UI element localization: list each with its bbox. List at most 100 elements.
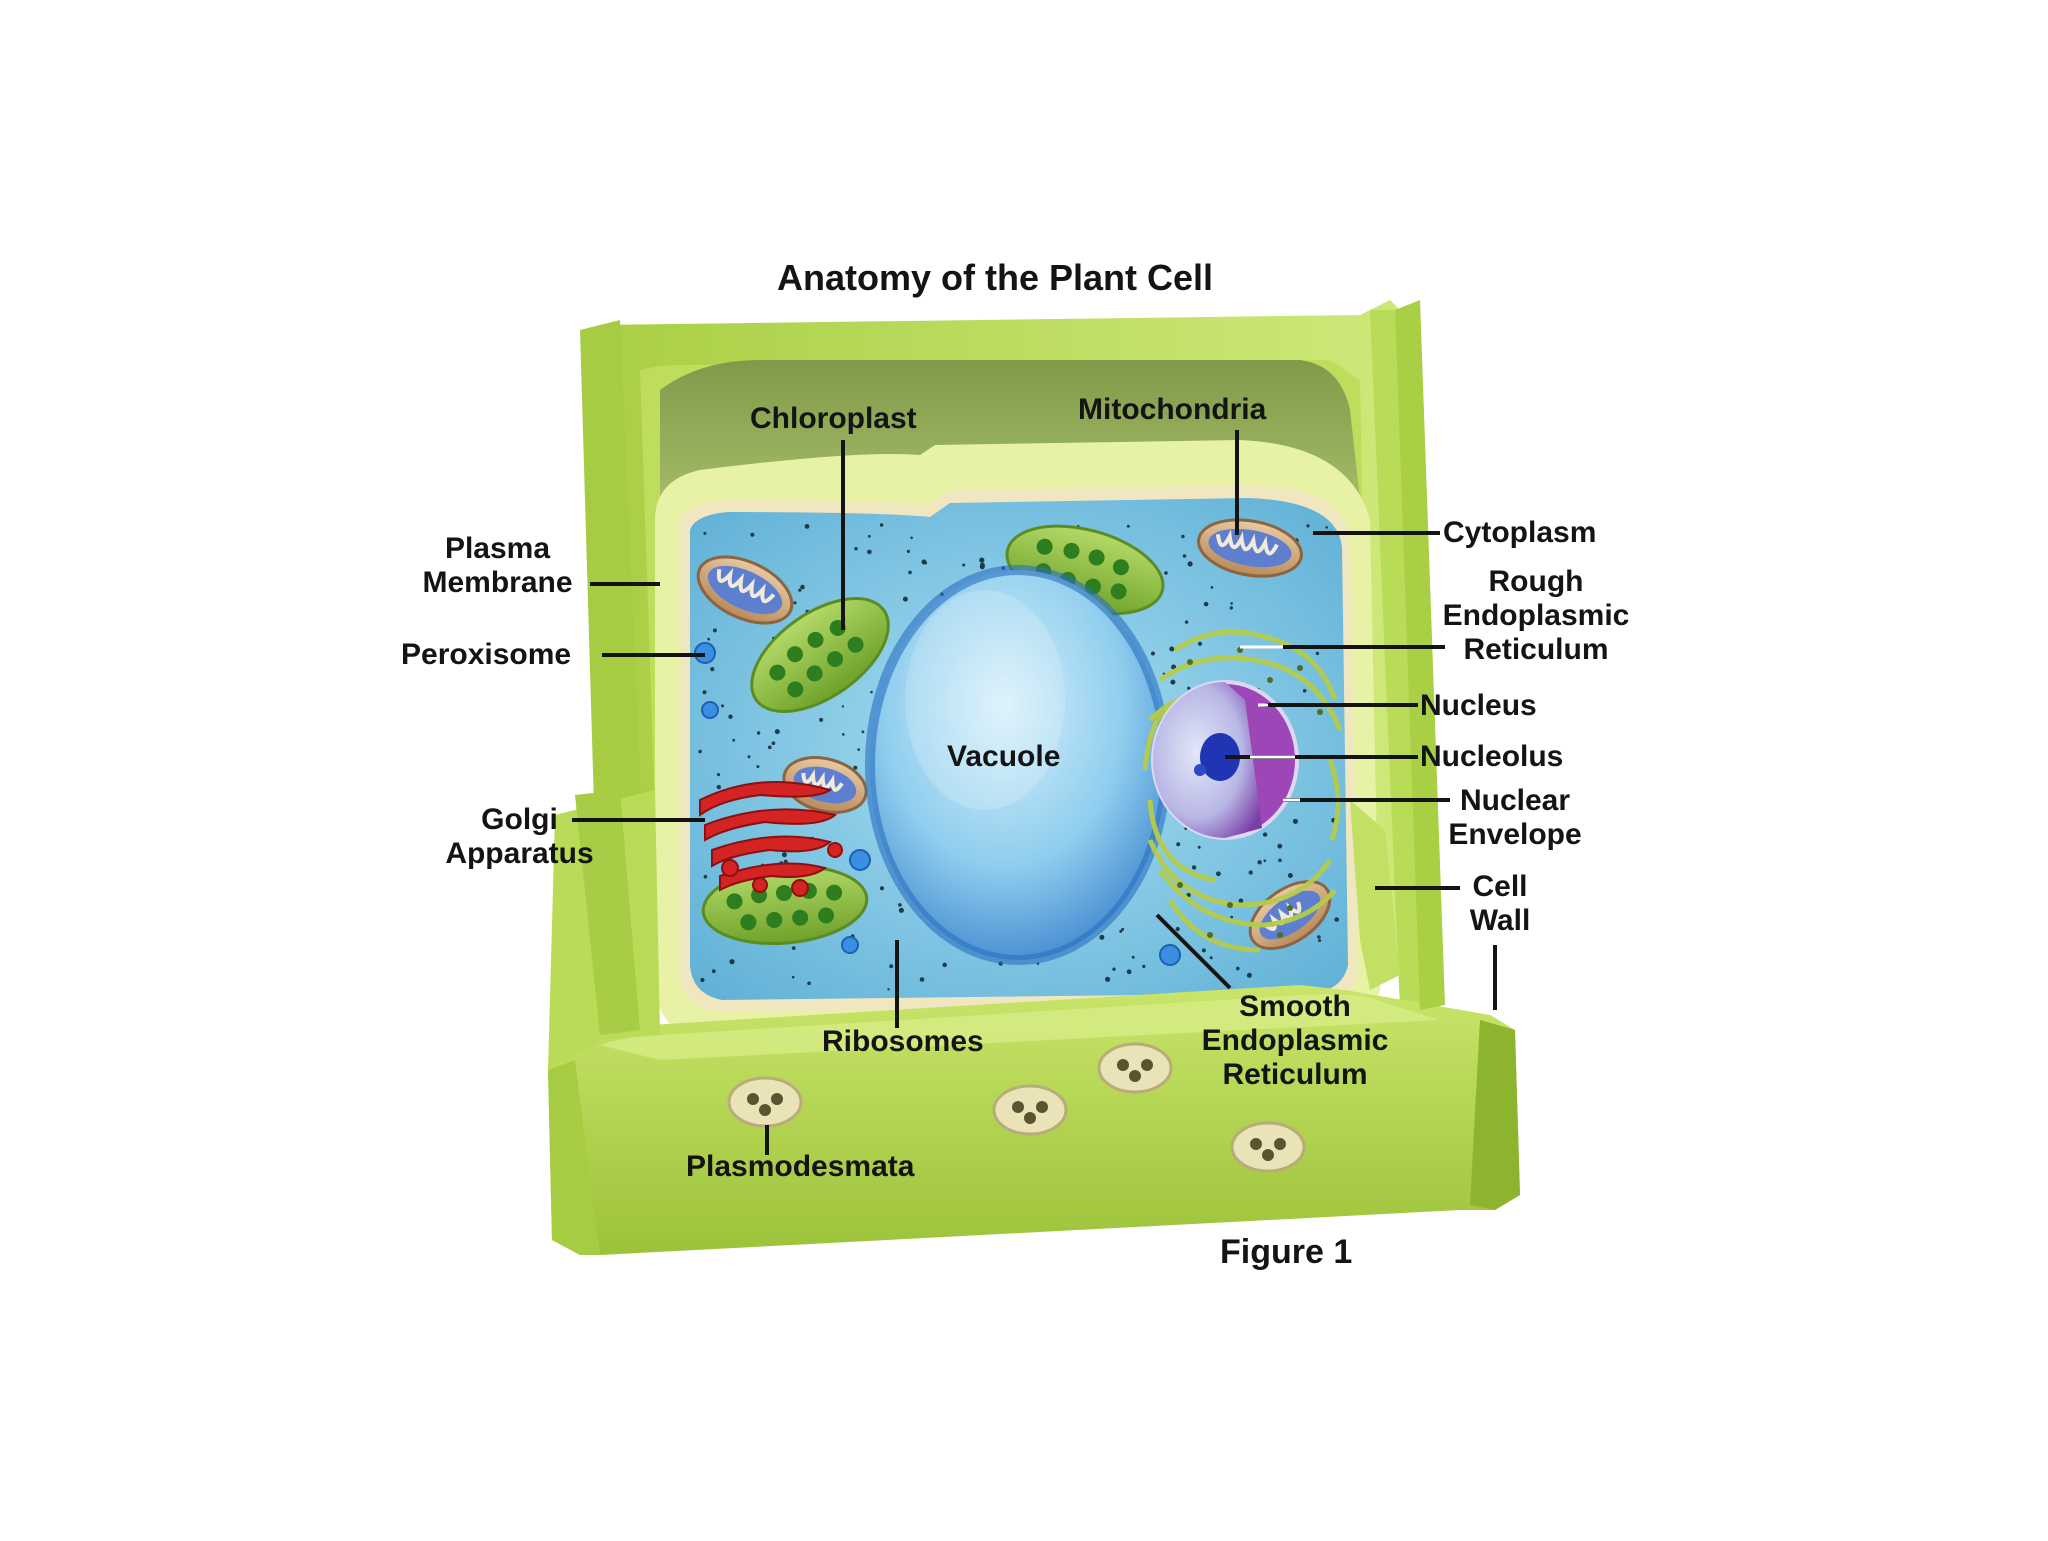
ribosome-dot <box>768 745 772 750</box>
ribosome-dot <box>732 738 736 742</box>
ribosome-dot <box>1209 956 1213 960</box>
ribosome-dot <box>703 531 707 535</box>
diagram-title: Anatomy of the Plant Cell <box>777 257 1214 298</box>
ribosome-dot <box>1229 606 1234 610</box>
ribosome-dot <box>1184 620 1189 624</box>
ribosome-dot <box>700 977 705 983</box>
label-cytoplasm: Cytoplasm <box>1443 516 1597 549</box>
mitochondrion-1 <box>696 555 794 625</box>
ribosome-dot <box>800 584 805 590</box>
label-golgi-line1: Golgi <box>481 803 558 836</box>
ribosome-dot <box>721 704 724 708</box>
label-mitochondria: Mitochondria <box>1078 393 1267 426</box>
ribosome-dot <box>1292 818 1298 824</box>
label-nuclear-envelope-line1: Nuclear <box>1459 784 1571 817</box>
ribosome-dot <box>756 731 761 735</box>
label-ribosomes: Ribosomes <box>822 1025 984 1058</box>
ribosome-dot <box>1197 845 1201 849</box>
ribosome-dot <box>1257 860 1262 865</box>
ribosome-dot <box>879 886 885 891</box>
ribosome-dot <box>1119 929 1123 933</box>
ribosome-dot <box>919 977 925 982</box>
ribosome-dot <box>1236 966 1240 971</box>
ribosome-dot <box>702 690 707 695</box>
label-nuclear-envelope-line2: Envelope <box>1448 818 1582 851</box>
ribosome-dot <box>793 601 797 605</box>
label-rough-er: Rough Endoplasmic Reticulum <box>1428 565 1644 667</box>
ribosome-dot <box>728 714 733 719</box>
ribosome-dot <box>910 536 913 540</box>
ribosome-dot <box>698 749 702 754</box>
ribosome-dot <box>1105 976 1111 982</box>
ribosome-dot <box>750 532 755 537</box>
ribosome-dot <box>781 852 787 858</box>
ribosome-dot <box>1302 689 1307 693</box>
ribosome-dot <box>798 588 802 592</box>
ribosome-dot <box>898 903 902 907</box>
ribosome-dot <box>1210 586 1214 589</box>
label-plasma-membrane-line1: Plasma <box>444 532 551 565</box>
ribosome-dot <box>1182 554 1187 558</box>
ribosome-dot <box>1287 873 1293 878</box>
ribosome-dot <box>1230 915 1234 919</box>
ribosome-dot <box>861 730 865 734</box>
ribosome-dot <box>747 755 751 759</box>
ribosome-dot <box>711 969 716 974</box>
ribosome-dot <box>774 729 780 735</box>
label-golgi-line2: Apparatus <box>445 837 594 870</box>
ribosome-dot <box>854 547 858 551</box>
ribosome-dot <box>853 765 858 770</box>
ribosome-dot <box>1187 561 1193 567</box>
leader-line-highlights <box>1240 645 1300 802</box>
ribosome-dot <box>906 549 911 554</box>
ribosome-dot <box>942 962 947 968</box>
label-plasma-membrane: Plasma Membrane <box>410 532 585 600</box>
ribosome-dot <box>879 523 884 527</box>
ribosome-dot <box>791 946 796 950</box>
ribosome-dot <box>898 907 905 913</box>
ribosome-dot <box>1112 967 1116 971</box>
ribosome-dot <box>979 557 985 563</box>
ribosome-dot <box>712 628 717 633</box>
ribosome-dot <box>1317 935 1321 939</box>
ribosome-dot <box>1306 524 1310 528</box>
ribosome-dot <box>1318 939 1322 942</box>
ribosome-dot <box>962 563 966 567</box>
ribosome-dot <box>1164 571 1168 575</box>
ribosome-dot <box>807 981 811 986</box>
ribosome-dot <box>1277 843 1283 849</box>
ribosome-dot <box>1334 917 1339 922</box>
ribosome-dot <box>841 705 845 708</box>
figure-caption: Figure 1 <box>1220 1233 1353 1271</box>
chloroplast-organelle-3 <box>701 864 869 946</box>
ribosome-dot <box>908 570 912 575</box>
label-vacuole: Vacuole <box>947 740 1061 773</box>
label-rough-er-line2: Endoplasmic <box>1442 599 1630 632</box>
ribosome-dot <box>819 717 824 722</box>
ribosome-dot <box>842 733 845 736</box>
label-smooth-er-line3: Reticulum <box>1222 1058 1368 1091</box>
label-smooth-er-line1: Smooth <box>1239 990 1351 1023</box>
ribosome-dot <box>902 596 908 602</box>
plasmodesmata-pores <box>727 1042 1306 1173</box>
ribosome-dot <box>1181 534 1185 539</box>
label-nucleus: Nucleus <box>1420 689 1537 722</box>
ribosome-dot <box>1175 926 1180 932</box>
endoplasmic-reticulum <box>1142 629 1343 953</box>
label-cell-wall-line2: Wall <box>1469 904 1531 937</box>
ribosome-dot <box>710 667 715 672</box>
ribosome-dot <box>1121 927 1125 931</box>
ribosome-dot <box>1263 859 1267 862</box>
label-smooth-er-line2: Endoplasmic <box>1201 1024 1389 1057</box>
ribosome-dot <box>1216 871 1221 877</box>
vacuole-organelle <box>865 565 1171 965</box>
label-chloroplast: Chloroplast <box>750 402 917 435</box>
ribosome-dot <box>1126 969 1132 975</box>
ribosome-dot <box>1170 679 1176 685</box>
ribosome-dot <box>791 975 795 979</box>
label-plasma-membrane-line2: Membrane <box>422 566 573 599</box>
ribosome-dot <box>980 562 985 568</box>
ribosome-dot <box>1126 524 1130 528</box>
ribosome-dot <box>707 637 710 641</box>
